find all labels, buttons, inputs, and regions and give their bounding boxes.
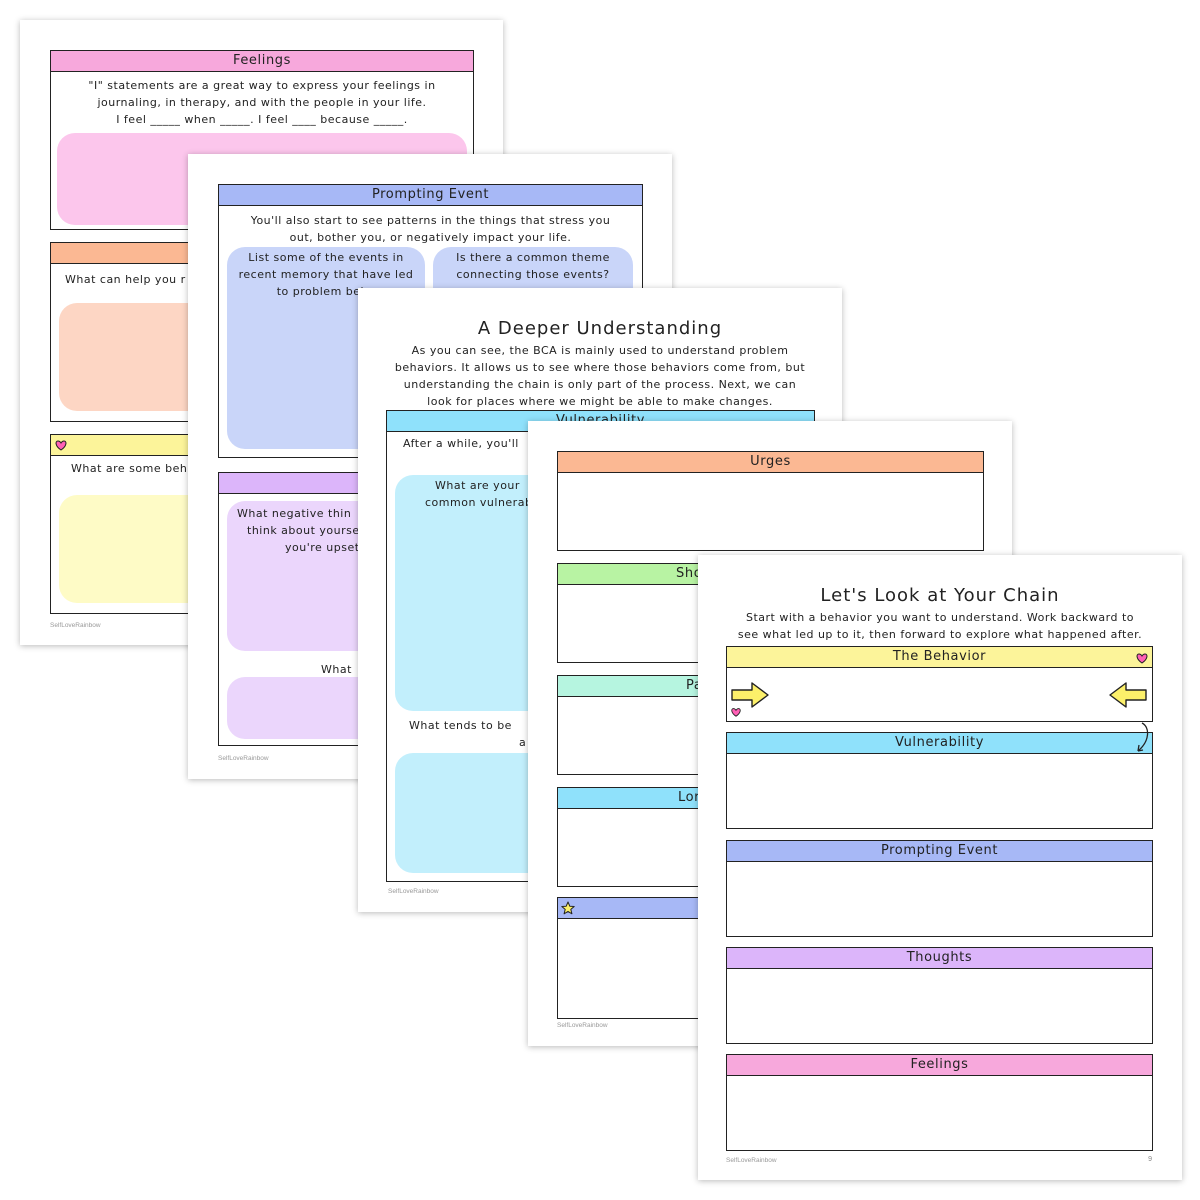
events-prompt-line-2: recent memory that have led — [238, 268, 414, 281]
behavior-header: The Behavior — [727, 647, 1152, 668]
feelings-text-line-2: journaling, in therapy, and with the peo… — [97, 96, 427, 109]
intro-line-2: behaviors. It allows us to see where tho… — [394, 361, 806, 374]
page-title: Let's Look at Your Chain — [820, 585, 1060, 606]
theme-prompt-line-1: Is there a common theme — [456, 251, 610, 264]
page-footer: SelfLoveRainbow — [557, 1022, 608, 1029]
worksheet-page-chain: Let's Look at Your Chain Start with a be… — [698, 555, 1182, 1180]
vulnerabilities-prompt-line-1: What are your — [435, 479, 520, 492]
negative-prompt-line-2: think about yourse — [247, 524, 360, 537]
thoughts-section: Thoughts — [726, 947, 1153, 1044]
vulnerabilities-prompt-line-2: common vulnerabi — [425, 496, 536, 509]
urges-section: Urges — [557, 451, 984, 551]
feelings-header: Feelings — [51, 51, 473, 72]
arrow-left-icon — [1109, 682, 1147, 708]
intro-line-4: look for places where we might be able t… — [427, 395, 773, 408]
negative-prompt-line-1: What negative thin — [237, 507, 352, 520]
vulnerability-header: Vulnerability — [727, 733, 1152, 754]
prompting-text-line-1: You'll also start to see patterns in the… — [250, 214, 611, 227]
urges-header: Urges — [558, 452, 983, 473]
what-prompt: What — [321, 663, 352, 676]
feelings-text-line-1: "I" statements are a great way to expres… — [88, 79, 436, 92]
feelings-header: Feelings — [727, 1055, 1152, 1076]
page-footer: SelfLoveRainbow — [726, 1157, 777, 1164]
page-title: A Deeper Understanding — [477, 318, 723, 339]
curved-arrow-icon — [1137, 722, 1149, 752]
page-footer: SelfLoveRainbow — [50, 622, 101, 629]
events-prompt-line-1: List some of the events in — [248, 251, 404, 264]
intro-line-1: Start with a behavior you want to unders… — [745, 611, 1134, 624]
prompting-event-section: Prompting Event — [726, 840, 1153, 937]
yellow-question: What are some beh — [71, 462, 188, 475]
events-prompt-line-3: to problem beha — [276, 285, 376, 298]
tends-prompt-line-1: What tends to be — [409, 719, 512, 732]
tends-prompt-line-2: a — [519, 736, 527, 749]
heart-icon — [731, 708, 741, 717]
prompting-text-line-2: out, bother you, or negatively impact yo… — [289, 231, 572, 244]
page-number: 9 — [1148, 1156, 1152, 1163]
page-footer: SelfLoveRainbow — [218, 755, 269, 762]
negative-prompt-line-3: you're upset — [285, 541, 360, 554]
page-footer: SelfLoveRainbow — [388, 888, 439, 895]
intro-line-3: understanding the chain is only part of … — [403, 378, 797, 391]
prompting-event-header: Prompting Event — [219, 185, 642, 206]
vulnerability-section: Vulnerability — [726, 722, 1153, 829]
heart-icon — [1136, 653, 1148, 664]
behavior-section: The Behavior — [726, 646, 1153, 722]
prompting-event-header: Prompting Event — [727, 841, 1152, 862]
intro-line-2: see what led up to it, then forward to e… — [737, 628, 1143, 641]
star-icon — [561, 901, 575, 915]
theme-prompt-line-2: connecting those events? — [456, 268, 610, 281]
feelings-section: Feelings — [726, 1054, 1153, 1151]
arrow-right-icon — [731, 682, 769, 708]
orange-question: What can help you r — [65, 273, 186, 286]
heart-icon — [55, 440, 67, 451]
feelings-text-line-3: I feel _____ when _____. I feel ____ bec… — [116, 113, 408, 126]
vulnerability-intro-line-1: After a while, you'll — [403, 437, 519, 450]
thoughts-header: Thoughts — [727, 948, 1152, 969]
intro-line-1: As you can see, the BCA is mainly used t… — [411, 344, 789, 357]
